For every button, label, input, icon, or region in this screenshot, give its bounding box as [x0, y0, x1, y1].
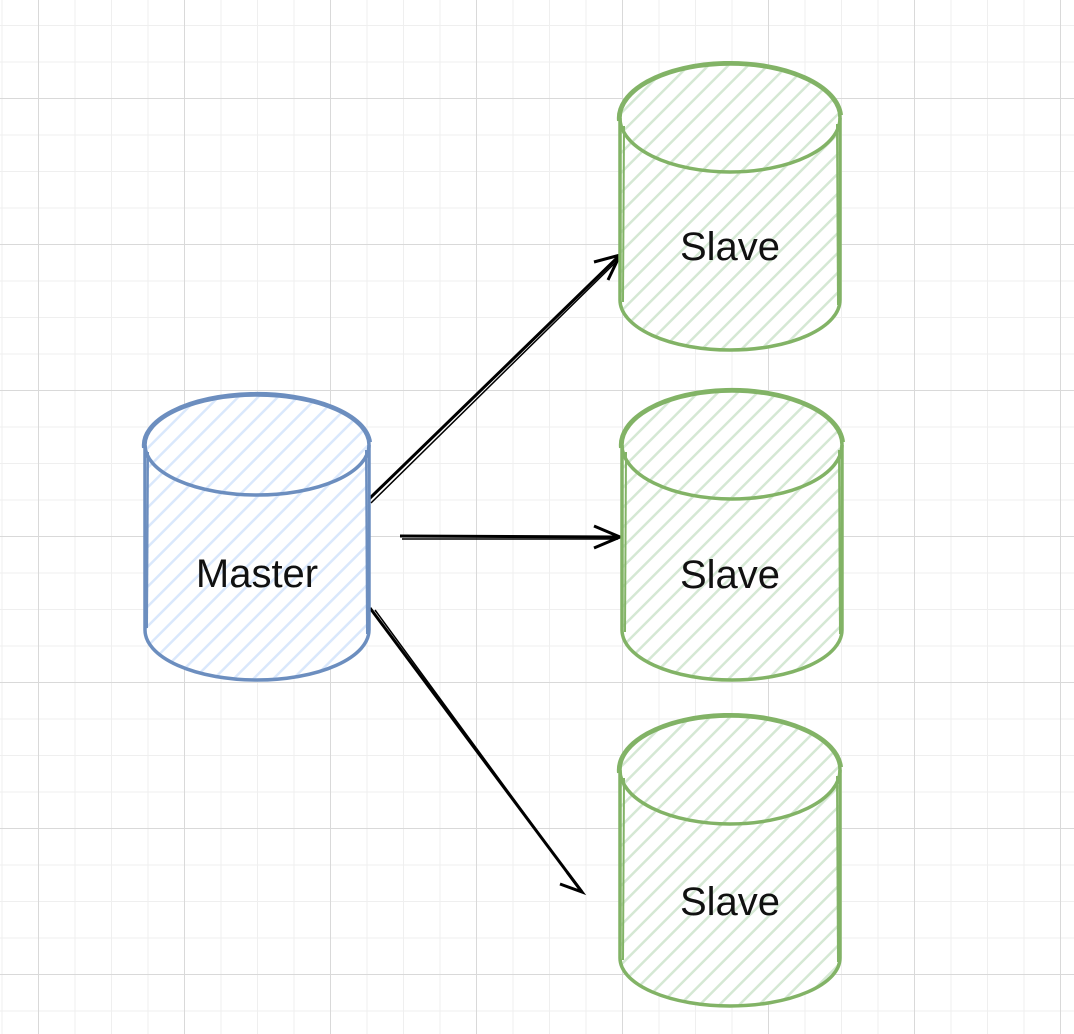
edge-master-to-slave-1[interactable] [366, 252, 623, 504]
edge-master-to-slave-3[interactable] [368, 607, 587, 896]
edge-master-to-slave-2[interactable] [399, 524, 624, 550]
slave-label-2: Slave [680, 553, 780, 597]
slave-label-1: Slave [680, 225, 780, 269]
master-label: Master [196, 552, 318, 596]
slave-database-node-1[interactable]: Slave [616, 60, 843, 352]
master-database-node[interactable]: Master [141, 391, 372, 682]
slave-database-node-2[interactable]: Slave [618, 387, 845, 682]
slave-label-3: Slave [680, 880, 780, 924]
slave-database-node-3[interactable]: Slave [616, 712, 843, 1008]
